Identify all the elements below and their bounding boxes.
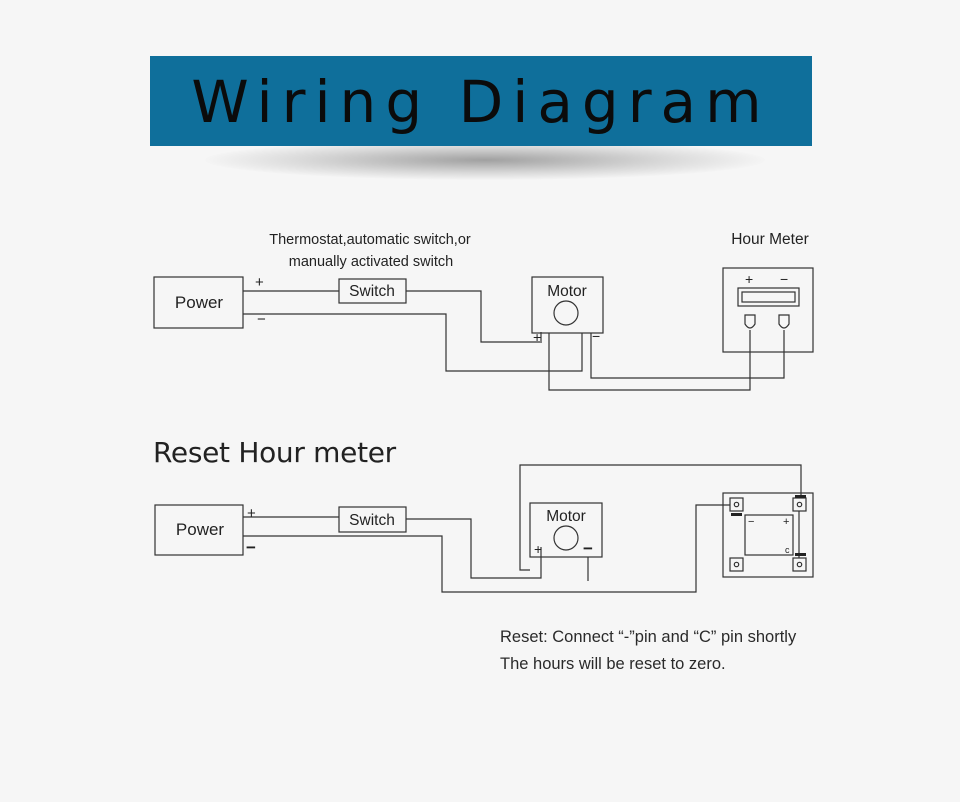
terminal-bottom-right bbox=[792, 557, 807, 572]
motor-box-1 bbox=[531, 276, 604, 334]
switch-label-2: Switch bbox=[349, 512, 395, 529]
power-plus-2: + bbox=[247, 505, 256, 522]
reset-section-title: Reset Hour meter bbox=[153, 436, 396, 469]
wire-reset-loop-top bbox=[519, 464, 802, 503]
motor-minus-2: − bbox=[583, 539, 593, 558]
hour-meter-display-inner bbox=[741, 291, 796, 303]
meter-plus-pin: + bbox=[783, 516, 789, 528]
banner-shadow bbox=[205, 140, 765, 180]
power-minus-1: − bbox=[257, 311, 266, 328]
wire-motor-to-meter-plus bbox=[548, 330, 751, 391]
hour-meter-box bbox=[722, 267, 814, 353]
motor-box-2 bbox=[529, 502, 603, 558]
motor-label-1: Motor bbox=[547, 283, 587, 300]
thermostat-note-line1: Thermostat,automatic switch,or bbox=[269, 232, 471, 248]
motor-minus-1: − bbox=[592, 328, 600, 344]
reset-note: Reset: Connect “-”pin and “C” pin shortl… bbox=[500, 624, 940, 678]
power-label-2: Power bbox=[176, 520, 225, 539]
reset-note-line1: Reset: Connect “-”pin and “C” pin shortl… bbox=[500, 628, 797, 646]
wire-power-minus-to-motor bbox=[243, 313, 583, 372]
terminal-top-right bbox=[792, 497, 807, 512]
wire-power-minus-to-meter bbox=[243, 504, 730, 593]
wire-switch-to-motor-plus-2 bbox=[406, 518, 542, 579]
wire-reset-loop-motor bbox=[519, 503, 530, 571]
hour-meter-body bbox=[744, 514, 794, 556]
page-title: Wiring Diagram bbox=[191, 68, 771, 136]
wire-motor-to-meter-minus bbox=[590, 330, 785, 379]
motor-rotor-2 bbox=[553, 525, 579, 551]
power-label-1: Power bbox=[175, 293, 224, 312]
motor-label-2: Motor bbox=[546, 508, 586, 525]
thermostat-note-line2: manually activated switch bbox=[289, 254, 453, 270]
power-plus-1: + bbox=[255, 274, 264, 291]
motor-plus-2: + bbox=[534, 541, 542, 557]
power-box-2 bbox=[154, 504, 244, 556]
motor-plus-1: + bbox=[533, 329, 541, 345]
meter-c-pin: c bbox=[785, 545, 790, 555]
hour-meter-display bbox=[737, 287, 800, 307]
hour-meter-minus: − bbox=[780, 271, 788, 287]
power-minus-2: − bbox=[246, 538, 256, 557]
wire-switch-to-motor-plus bbox=[406, 290, 540, 343]
motor-rotor-1 bbox=[553, 300, 579, 326]
hour-meter-terminal-plus bbox=[744, 314, 756, 329]
hour-meter-terminal-minus bbox=[778, 314, 790, 329]
terminal-top-left bbox=[729, 497, 744, 512]
meter-minus-pin: − bbox=[748, 516, 754, 528]
switch-label-1: Switch bbox=[349, 283, 395, 300]
title-banner: Wiring Diagram bbox=[150, 56, 812, 146]
hour-meter-label: Hour Meter bbox=[731, 231, 809, 248]
hour-meter-base bbox=[722, 492, 814, 578]
reset-note-line2: The hours will be reset to zero. bbox=[500, 655, 726, 673]
power-box-1 bbox=[153, 276, 244, 329]
terminal-bottom-left bbox=[729, 557, 744, 572]
hour-meter-plus: + bbox=[745, 271, 753, 287]
